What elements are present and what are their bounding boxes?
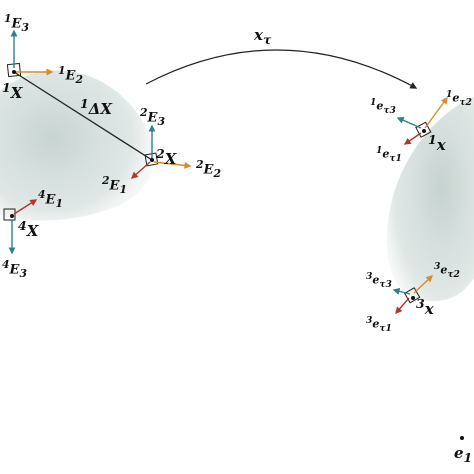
label-ref-E2-1: 1E2 <box>58 64 84 86</box>
current-body <box>386 96 474 302</box>
reference-frame-1 <box>6 29 54 78</box>
label-cur-e-tau3-3: 3eτ3 <box>366 271 392 290</box>
label-ref-E1-2: 2E1 <box>102 174 128 196</box>
label-ref-point-4: 4X <box>18 218 39 240</box>
label-ref-point-1: 1X <box>2 80 23 102</box>
fixed-basis-origin <box>460 436 464 440</box>
label-cur-e-tau1-1: 1eτ1 <box>376 145 402 164</box>
current-frame-1 <box>396 96 448 145</box>
label-ref-E3-2: 2E3 <box>140 106 166 128</box>
label-cur-point-1: 1x <box>428 132 446 154</box>
label-cur-point-3: 3x <box>416 296 434 318</box>
label-ref-E2-2: 2E2 <box>196 158 222 180</box>
reference-body <box>0 70 155 221</box>
label-mapping: xτ <box>254 26 272 47</box>
label-ref-E3-4: 4E3 <box>2 258 28 280</box>
reference-frame-2 <box>130 124 192 179</box>
label-cur-e-tau2-1: 1eτ2 <box>446 89 472 108</box>
delta-x-line <box>13 71 153 161</box>
label-delta-x: 1ΔX <box>80 96 112 118</box>
label-ref-E3-1: 1E3 <box>4 12 30 34</box>
label-fixed-basis-e1: e1 <box>454 444 473 465</box>
label-cur-e-tau2-3: 3eτ2 <box>434 261 460 280</box>
current-frame-3 <box>392 275 434 315</box>
label-cur-e-tau3-1: 1eτ3 <box>370 97 396 116</box>
label-ref-point-2: 2X <box>156 146 177 168</box>
label-ref-E1-4: 4E1 <box>38 188 64 210</box>
reference-frame-4 <box>3 199 38 255</box>
label-cur-e-tau1-3: 3eτ1 <box>366 315 392 334</box>
mapping-arrow <box>145 49 418 89</box>
